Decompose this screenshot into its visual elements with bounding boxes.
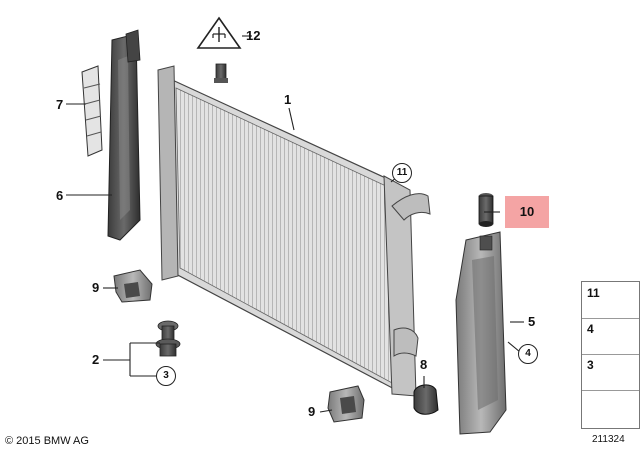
callout-8: 8 bbox=[420, 357, 428, 372]
legend-row-4-label: 4 bbox=[587, 322, 594, 336]
callout-11-circle: 11 bbox=[392, 163, 412, 183]
callout-9-upper: 9 bbox=[92, 280, 100, 295]
callout-4-circle: 4 bbox=[518, 344, 538, 364]
callout-10-highlight: 10 bbox=[505, 196, 549, 228]
radiator bbox=[157, 65, 431, 397]
rubber-mount-8 bbox=[413, 384, 439, 415]
electrical-warning-icon bbox=[196, 16, 242, 49]
callout-7: 7 bbox=[56, 97, 64, 112]
temperature-sensor bbox=[214, 63, 228, 83]
fasteners-legend: 11 4 3 bbox=[581, 281, 640, 429]
left-side-bracket bbox=[107, 29, 141, 241]
rubber-mount-upper bbox=[113, 269, 153, 303]
callout-2: 2 bbox=[92, 352, 100, 367]
legend-row-4: 4 bbox=[582, 318, 639, 355]
right-side-bracket bbox=[455, 231, 507, 435]
cap-10 bbox=[478, 193, 494, 227]
callout-1: 1 bbox=[284, 92, 292, 107]
callout-3-circle: 3 bbox=[156, 366, 176, 386]
seal-strip bbox=[81, 65, 103, 157]
diagram-number: 211324 bbox=[592, 434, 625, 445]
grommet bbox=[155, 320, 181, 357]
legend-row-3-label: 3 bbox=[587, 358, 594, 372]
copyright-text: © 2015 BMW AG bbox=[5, 435, 89, 447]
rubber-mount-lower bbox=[327, 385, 365, 423]
callout-9-lower: 9 bbox=[308, 404, 316, 419]
legend-row-11: 11 bbox=[582, 282, 639, 319]
callout-10: 10 bbox=[519, 204, 535, 219]
legend-row-3: 3 bbox=[582, 354, 639, 391]
legend-row-11-label: 11 bbox=[587, 286, 600, 300]
callout-5: 5 bbox=[528, 314, 536, 329]
callout-6: 6 bbox=[56, 188, 64, 203]
callout-12: 12 bbox=[246, 28, 261, 43]
